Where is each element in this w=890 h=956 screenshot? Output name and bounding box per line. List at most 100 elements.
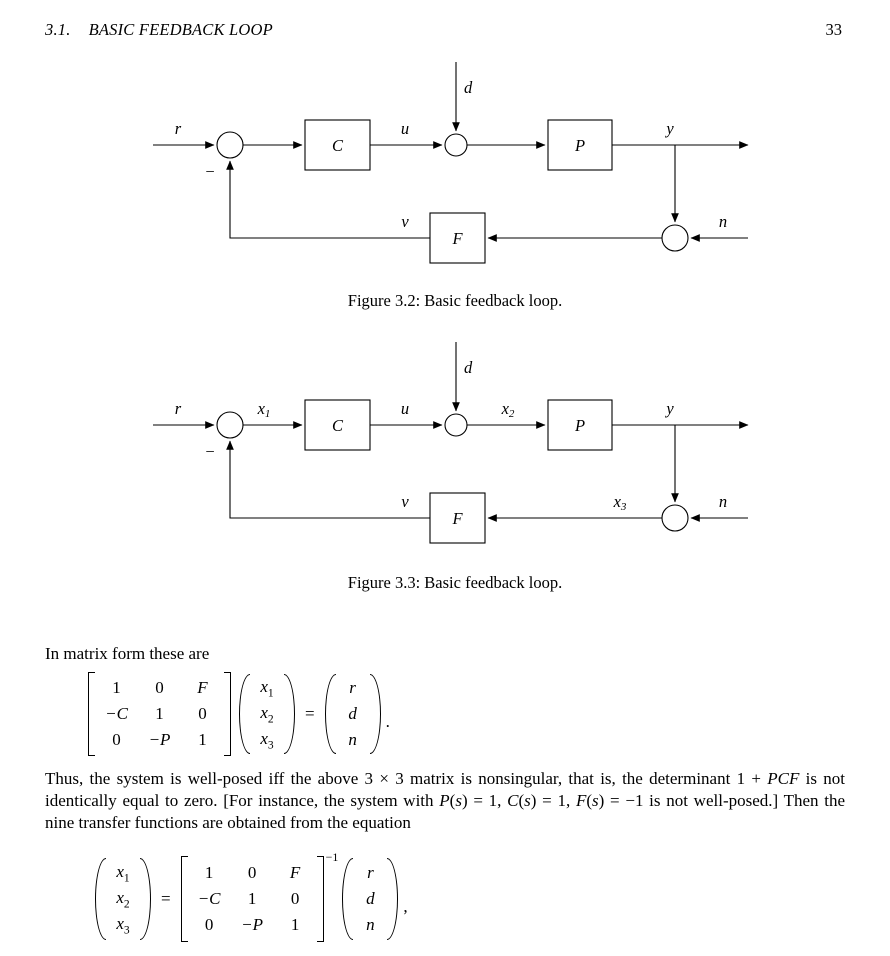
para-seg: (	[518, 791, 525, 810]
x2-base: x	[116, 887, 124, 907]
x2-sub: 2	[123, 898, 130, 911]
signal-label-x1: x1	[257, 399, 271, 420]
matrix-cell: F	[197, 678, 208, 697]
vector-cell: d	[366, 889, 375, 908]
figure-3-2-caption: Figure 3.2: Basic feedback loop.	[347, 291, 563, 310]
page-number: 33	[825, 20, 843, 39]
signal-label-y: y	[664, 119, 674, 138]
math-C: C	[507, 791, 519, 810]
section-title: BASIC FEEDBACK LOOP	[88, 20, 273, 39]
matrix-cell: −P	[148, 730, 171, 749]
matrix-cell: 0	[247, 863, 257, 882]
vector-cell: x3	[106, 914, 140, 936]
para-seg: is not identically equal to zero. [For i…	[45, 769, 845, 810]
vector-cell: d	[348, 704, 357, 723]
math-F: F	[575, 791, 587, 810]
rhs-vector: r d n	[353, 856, 387, 942]
signal-label-u: u	[401, 119, 409, 138]
running-header: 3.1. BASIC FEEDBACK LOOP	[45, 20, 273, 40]
vector-cell: x3	[250, 729, 284, 751]
left-square-bracket	[88, 672, 95, 756]
signal-label-n: n	[719, 492, 727, 511]
body-paragraph: Thus, the system is well-posed iff the a…	[45, 768, 845, 834]
vector-row: d	[353, 886, 387, 912]
vector-cell: x1	[250, 677, 284, 699]
sum-junction-noise	[661, 224, 689, 252]
matrix-cell: 0	[290, 889, 300, 908]
spacer	[231, 672, 239, 756]
sum-junction-noise	[661, 504, 689, 532]
x2-base: x	[260, 702, 268, 722]
plant-block	[547, 399, 613, 451]
signal-label-x3: x3	[613, 492, 627, 513]
sum-junction-input	[216, 411, 244, 439]
matrix-cell: 1	[198, 730, 207, 749]
equals-sign: =	[161, 889, 171, 908]
signal-lines	[153, 342, 749, 522]
signal-label-v: v	[401, 212, 409, 231]
matrix-cell: 1	[155, 704, 164, 723]
math-P: P	[439, 791, 450, 810]
vector-cell: x1	[106, 862, 140, 884]
block-label-C: C	[332, 416, 344, 435]
signal-label-n: n	[719, 212, 727, 231]
x1-base: x	[116, 861, 124, 881]
sum-junction-input	[216, 131, 244, 159]
x3-sub: 3	[620, 501, 627, 513]
para-seg: ) = −1 is not well-posed.] Then the nine…	[45, 791, 846, 832]
matrix-row: 0 −P 1	[95, 727, 224, 753]
section-number: 3.1.	[45, 20, 71, 39]
minus-sign: −	[204, 442, 215, 461]
matrix-cell: −C	[197, 889, 221, 908]
matrix-row: 1 0 F	[95, 675, 224, 701]
x1-sub: 1	[265, 408, 271, 420]
sum-junction-disturbance	[444, 413, 468, 437]
state-vector: x1 x2 x3	[250, 672, 284, 756]
block-label-F: F	[451, 509, 463, 528]
signal-label-d: d	[464, 78, 473, 97]
x3-base: x	[613, 492, 622, 511]
vector-row: x3	[250, 727, 284, 753]
right-paren	[140, 858, 151, 940]
matrix-cell: 1	[112, 678, 121, 697]
matrix-cell: 1	[290, 915, 300, 934]
signal-label-d: d	[464, 358, 473, 377]
coefficient-matrix: 1 0 F −C 1 0 0 −P 1	[95, 672, 224, 756]
right-paren	[284, 674, 295, 754]
left-square-bracket	[180, 856, 188, 942]
controller-block	[304, 399, 371, 451]
block-label-C: C	[332, 136, 344, 155]
matrix-cell: 0	[112, 730, 121, 749]
filter-block	[429, 492, 486, 544]
rhs-vector: r d n	[336, 672, 370, 756]
x3-base: x	[116, 913, 124, 933]
state-vector: x1 x2 x3	[106, 856, 140, 942]
right-square-bracket	[316, 856, 324, 942]
block-label-P: P	[574, 416, 585, 435]
signal-label-y: y	[664, 399, 674, 418]
para-seg: 3 matrix is nonsingular, that is, the de…	[388, 769, 768, 788]
vector-row: x2	[106, 886, 140, 912]
right-square-bracket	[224, 672, 231, 756]
signal-lines	[153, 62, 749, 242]
right-paren	[369, 674, 381, 754]
intro-line: In matrix form these are	[45, 644, 210, 663]
vector-cell: n	[348, 730, 357, 749]
x1-sub: 1	[123, 872, 130, 885]
matrix-cell: 1	[247, 889, 257, 908]
equals-sign: =	[305, 704, 315, 723]
figure-3-3-diagram: r d u y v n − C P F x1 x2 x3	[153, 342, 749, 544]
sum-junction-disturbance	[444, 133, 468, 157]
para-seg: Thus, the system is well-posed iff the a…	[45, 769, 380, 788]
left-paren	[95, 858, 106, 940]
controller-block	[304, 119, 371, 171]
left-paren	[239, 674, 250, 754]
matrix-cell: −C	[105, 704, 128, 723]
x2-sub: 2	[267, 713, 274, 726]
vector-row: r	[353, 860, 387, 886]
para-seg: (	[449, 791, 456, 810]
signal-label-r: r	[175, 119, 182, 138]
vector-cell: x2	[106, 888, 140, 910]
math-s: s	[455, 791, 462, 810]
matrix-cell: F	[289, 863, 301, 882]
